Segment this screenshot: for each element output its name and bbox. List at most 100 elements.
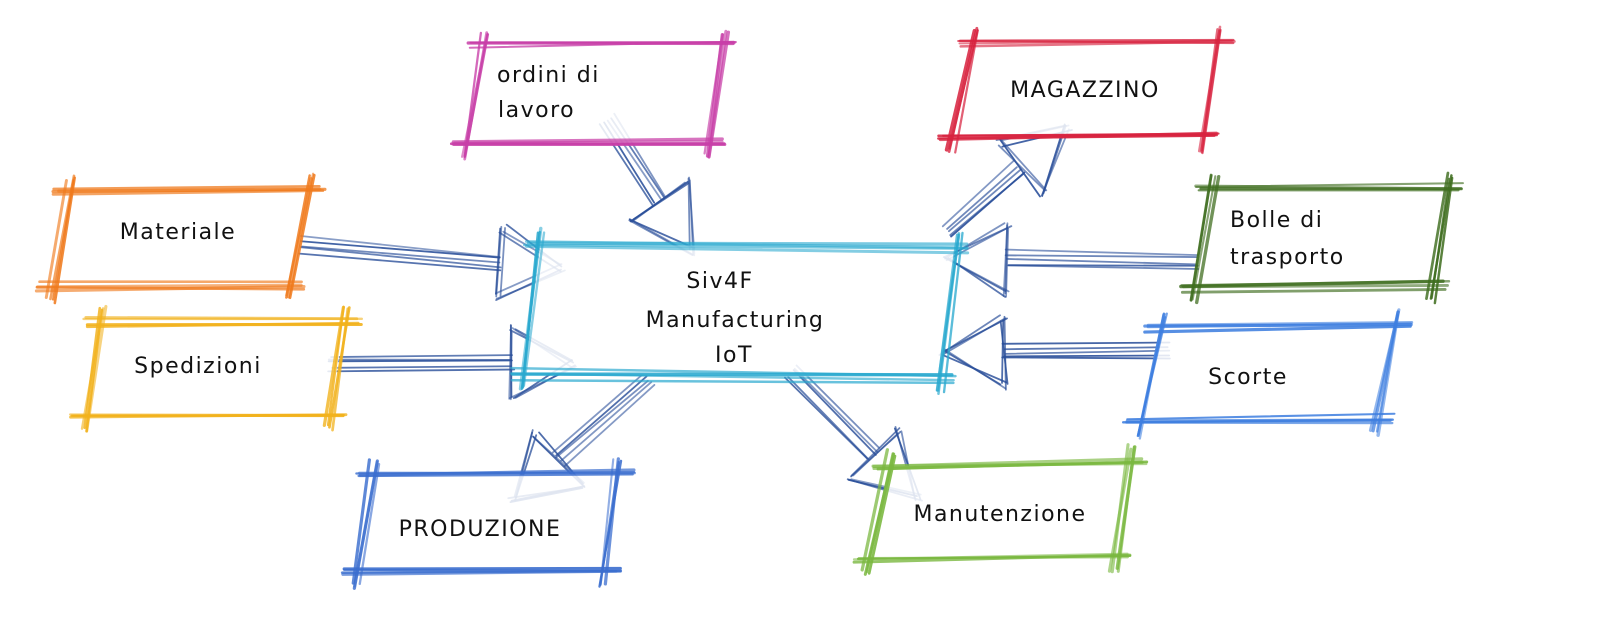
sketch-stroke	[299, 235, 501, 258]
sketch-stroke	[287, 177, 313, 299]
sketch-stroke	[1429, 174, 1453, 300]
sketch-stroke	[784, 376, 869, 460]
node-bolle-di-trasporto	[1179, 171, 1464, 305]
sketch-stroke	[1001, 356, 1171, 360]
sketch-stroke	[510, 378, 955, 385]
sketch-stroke	[285, 174, 311, 299]
box-fill	[870, 462, 1130, 558]
sketch-stroke	[451, 137, 724, 144]
sketch-stroke	[1425, 171, 1450, 300]
center-label-line-2: Manufacturing	[646, 308, 825, 333]
sketch-stroke	[300, 245, 501, 264]
sketch-stroke	[327, 368, 516, 373]
sketch-stroke	[509, 331, 513, 401]
sketch-stroke	[330, 354, 513, 358]
node-produzione	[340, 457, 637, 590]
sketch-stroke	[1195, 182, 1464, 189]
sketch-stroke	[860, 448, 889, 572]
sketch-stroke	[1001, 319, 1005, 384]
sketch-stroke	[1107, 447, 1133, 573]
sketch-stroke	[1004, 254, 1198, 258]
node-produzione-label: PRODUZIONE	[399, 517, 562, 542]
sketch-stroke	[1004, 248, 1200, 257]
sketch-stroke	[876, 460, 1149, 471]
center-label-line-3: IoT	[715, 343, 753, 368]
box-fill	[1140, 326, 1396, 422]
sketch-stroke	[946, 166, 1018, 230]
node-scorte-label: Scorte	[1208, 365, 1288, 390]
sketch-stroke	[499, 227, 506, 297]
sketch-stroke	[1004, 349, 1171, 355]
sketch-stroke	[1002, 222, 1009, 297]
sketch-stroke	[69, 413, 348, 419]
center-label-line-1: Siv4F	[686, 269, 753, 294]
sketch-stroke	[872, 457, 1144, 469]
sketch-stroke	[328, 306, 351, 429]
sketch-stroke	[857, 556, 1129, 560]
sketch-stroke	[631, 181, 686, 223]
sketch-stroke	[80, 307, 105, 430]
sketch-stroke	[1006, 258, 1198, 266]
sketch-stroke	[525, 244, 970, 255]
node-materiale-label: Materiale	[120, 220, 236, 245]
arrow-scorte-to-center	[938, 314, 1171, 391]
box-fill	[356, 474, 618, 572]
box-fill	[85, 320, 345, 416]
sketch-stroke	[298, 252, 502, 272]
sketch-stroke	[1189, 173, 1213, 302]
sketch-stroke	[1191, 175, 1217, 301]
node-ordini-label-line-1: ordini di	[497, 63, 600, 88]
sketch-stroke	[935, 233, 961, 392]
sketch-stroke	[941, 159, 1015, 228]
sketch-stroke	[942, 132, 1220, 137]
sketch-stroke	[520, 230, 541, 390]
node-bolle-label-line-1: Bolle di	[1230, 208, 1323, 233]
sketch-stroke	[52, 185, 321, 191]
sketch-stroke	[950, 171, 1026, 238]
sketch-stroke	[322, 305, 345, 428]
node-ordini-di-lavoro	[449, 29, 737, 161]
sketch-stroke	[954, 29, 979, 154]
sketch-stroke	[85, 304, 108, 433]
node-ordini-label-line-2: lavoro	[498, 98, 575, 123]
sketch-stroke	[1007, 264, 1199, 267]
sketch-stroke	[1200, 28, 1219, 152]
arrow-ordini-to-center	[598, 112, 696, 257]
sketch-stroke	[1003, 346, 1169, 351]
box-fill	[1196, 190, 1446, 288]
sketch-stroke	[522, 231, 546, 387]
sketch-stroke	[351, 458, 371, 585]
arrow-materiale-to-center	[298, 223, 566, 301]
sketch-stroke	[598, 459, 623, 588]
sketch-stroke	[948, 29, 979, 150]
sketch-stroke	[850, 427, 901, 477]
sketch-stroke	[44, 179, 68, 300]
sketch-stroke	[1371, 310, 1400, 433]
sketch-stroke	[49, 174, 76, 301]
sketch-stroke	[1180, 279, 1451, 287]
node-manutenzione-label: Manutenzione	[913, 502, 1086, 527]
sketch-stroke	[331, 365, 512, 369]
sketch-stroke	[555, 380, 649, 459]
arrow-bolle-to-center	[942, 222, 1200, 298]
sketch-stroke	[1146, 322, 1413, 329]
sketch-stroke	[510, 366, 957, 378]
node-manutenzione	[852, 443, 1149, 576]
sketch-stroke	[1180, 288, 1447, 294]
sketch-stroke	[1195, 174, 1221, 305]
sketch-stroke	[353, 460, 379, 588]
sketch-stroke	[494, 227, 502, 295]
sketch-stroke	[937, 134, 1216, 140]
sketch-stroke	[1000, 139, 1048, 192]
sketch-stroke	[551, 373, 643, 454]
sketch-stroke	[1143, 324, 1412, 334]
sketch-stroke	[1126, 412, 1396, 421]
sketch-stroke	[288, 173, 316, 300]
sketch-stroke	[1125, 418, 1392, 423]
node-spedizioni-label: Spedizioni	[134, 354, 262, 379]
sketch-stroke	[1005, 227, 1010, 298]
node-scorte	[1121, 308, 1414, 440]
sketch-stroke	[958, 38, 1235, 42]
sketch-stroke	[705, 32, 725, 158]
sketch-stroke	[57, 187, 322, 193]
